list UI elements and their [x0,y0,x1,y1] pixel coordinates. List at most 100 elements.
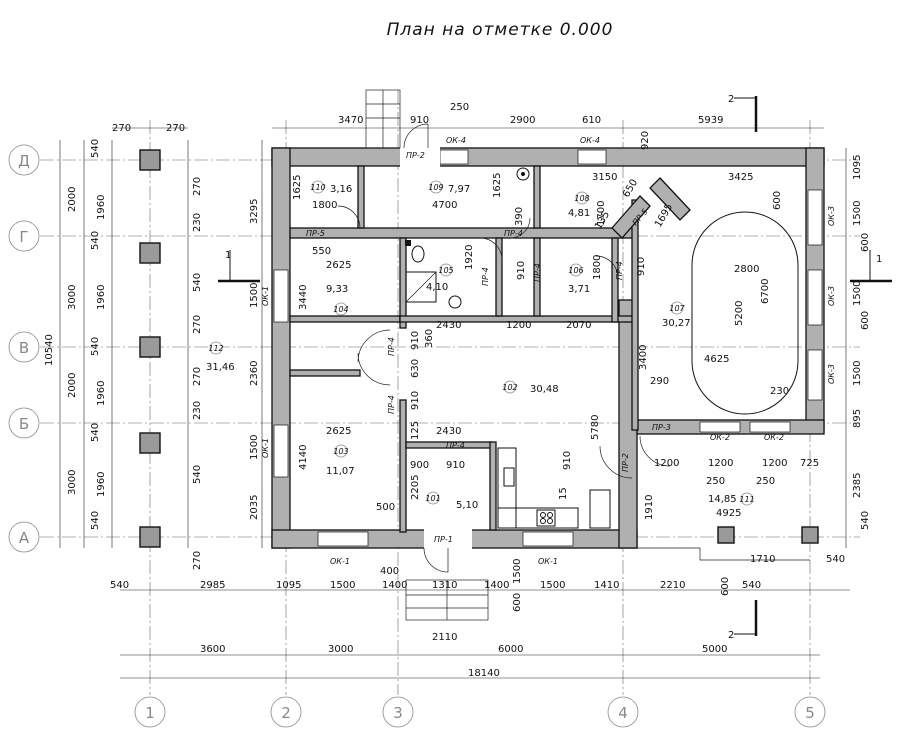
dim-label: 1960 [96,285,107,310]
dim-label: 650 [621,177,640,199]
dimension-lines [59,127,850,679]
dim-label: 600 [772,191,783,210]
room-tag: 102 30,48 [502,380,559,395]
dim-label: 1500 [249,435,260,460]
dim-label: 250 [706,476,725,487]
dim-label: 125 [410,421,421,440]
room-area: 14,85 [708,494,737,505]
room-number: 107 [669,304,685,313]
room-number: 105 [438,266,453,275]
dim-label: 2205 [410,475,421,500]
section-mark-label: 1 [876,254,882,265]
dim-label: 910 [410,115,429,126]
dim-label: 250 [450,102,469,113]
dim-label: 725 [800,458,819,469]
axis-row-label: Г [19,228,28,246]
dim-label: 910 [410,331,421,350]
dim-label: 540 [90,139,101,158]
dim-label: 2430 [436,426,461,437]
section-cuts: 1 1 2 2 [218,94,892,641]
dim-label: 4925 [716,508,741,519]
dim-label: 250 [756,476,775,487]
window-mark: ОК-3 [827,286,836,306]
door-mark: ПР-1 [434,535,453,544]
room-tag: 101 5,10 [425,491,478,511]
dim-label: 270 [192,315,203,334]
dim-label: 1960 [96,381,107,406]
bottom-dimensions: 540 2985 1095 1500 1400 1310 1400 1500 1… [110,554,845,679]
door-mark: ПР-4 [504,229,523,238]
room-tag: 105 4,10 [426,263,454,293]
fixtures [405,167,799,529]
axis-column-label: 4 [618,704,628,722]
room-tag: 106 3,71 [568,263,590,295]
room-tag: 104 9,33 [326,284,349,316]
dim-label: 1920 [464,245,475,270]
dim-label: 6700 [760,279,771,304]
dim-label: 230 [192,213,203,232]
dim-label: 2360 [249,361,260,386]
dim-label: 2210 [660,580,685,591]
door-mark: ПР-3 [652,423,671,432]
dim-label: 540 [90,511,101,530]
dim-label: 1500 [852,201,863,226]
dim-label: 400 [380,566,399,577]
dim-label: 5939 [698,115,723,126]
dim-label: 1500 [330,580,355,591]
dim-label: 2985 [200,580,225,591]
right-dimensions: 1095 1500 600 1500 600 1500 895 2385 540 [852,155,871,530]
dim-label: 5780 [590,415,601,440]
dim-label: 1095 [852,155,863,180]
dim-label: 270 [192,177,203,196]
window-mark: ОК-4 [446,136,466,145]
dim-label: 270 [112,123,131,134]
dim-label: 1625 [292,175,303,200]
room-number: 111 [739,495,754,504]
room-tag: 103 11,07 [326,444,355,477]
door-mark: ПР-4 [615,261,624,280]
dim-label: 2070 [566,320,591,331]
door-mark: ПР-2 [406,151,425,160]
dim-label: 1095 [276,580,301,591]
top-dimensions: 3470 910 250 2900 610 5939 270 270 [112,102,723,134]
room-number: 103 [333,447,348,456]
dim-label: 1500 [512,559,523,584]
dim-label: 3600 [200,644,225,655]
window-mark: ОК-2 [764,433,784,442]
door-mark: ПР-4 [387,337,396,356]
window-mark: ОК-1 [261,286,270,306]
room-tag: 107 30,27 [662,301,691,329]
axis-column-label: 2 [281,704,291,722]
opening-marks: ОК-1 ОК-1 ОК-1 ОК-1 ОК-2 ОК-2 ОК-3 ОК-3 … [261,136,836,566]
dim-label: 1200 [506,320,531,331]
dim-label: 3000 [67,285,78,310]
dim-label: 895 [852,409,863,428]
dim-label: 540 [826,554,845,565]
room-number: 104 [333,305,348,314]
dim-label: 1410 [594,580,619,591]
axis-column-label: 5 [805,704,815,722]
dim-label: 1800 [592,255,603,280]
dim-label: 540 [742,580,761,591]
dim-label: 900 [410,460,429,471]
room-area: 30,48 [530,384,559,395]
dim-label: 540 [192,465,203,484]
dim-label: 600 [720,577,731,596]
dim-label: 18140 [468,668,500,679]
dim-label: 540 [90,423,101,442]
room-tag: 111 14,85 [708,492,755,506]
dim-label: 600 [512,593,523,612]
dim-label: 4625 [704,354,729,365]
dim-label: 1500 [852,361,863,386]
room-tag: 110 3,16 [310,180,352,195]
door-mark: ПР-4 [481,267,490,286]
dim-label: 270 [192,551,203,570]
room-area: 30,27 [662,318,691,329]
dim-label: 2000 [67,187,78,212]
dim-label: 910 [446,460,465,471]
dim-label: 390 [514,207,525,226]
dim-label: 3440 [298,285,309,310]
window-mark: ОК-3 [827,206,836,226]
window-mark: ОК-1 [261,438,270,458]
axis-row-label: Б [19,415,29,433]
